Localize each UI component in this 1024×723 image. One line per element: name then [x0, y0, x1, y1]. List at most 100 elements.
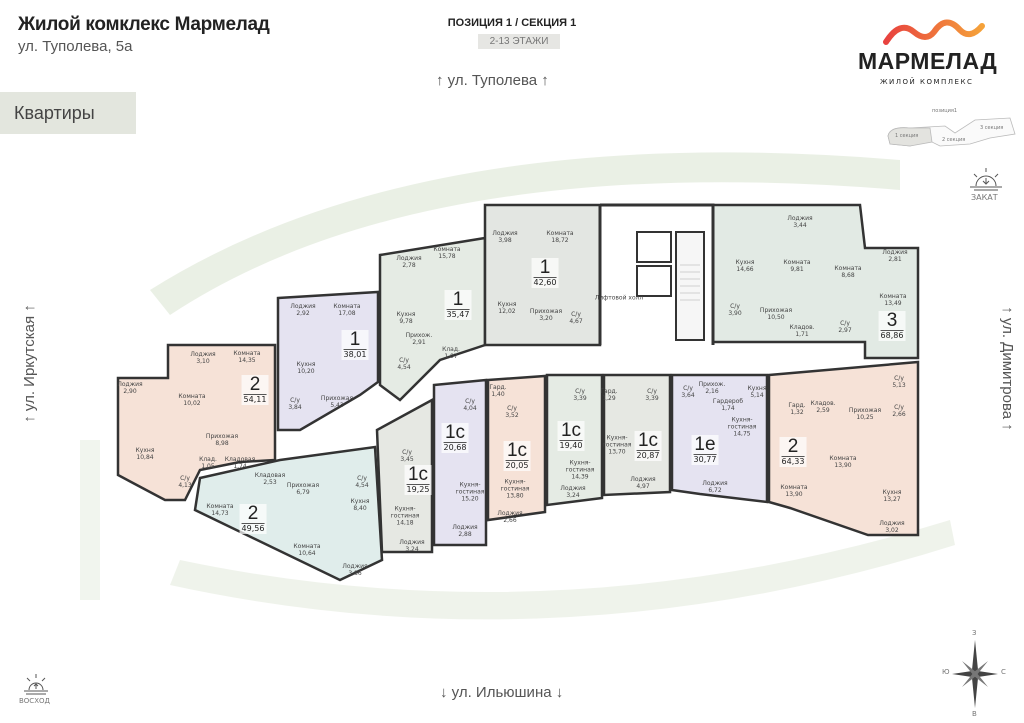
- corridor-walls: [598, 203, 715, 345]
- minimap-section-3[interactable]: 3 секция: [980, 125, 1004, 131]
- sunrise-icon: [24, 674, 48, 695]
- room-area: 1,40: [491, 391, 505, 398]
- apartment-area: 19,25: [406, 484, 430, 494]
- room-label: Гард.1,32: [788, 402, 805, 416]
- logo-name: МАРМЕЛАД: [858, 48, 998, 74]
- room-area: 13,80: [506, 492, 524, 500]
- room-area: 17,08: [338, 310, 356, 317]
- room-name: С/у: [840, 320, 850, 327]
- room-name: Комната: [206, 503, 234, 510]
- apartment-shape[interactable]: [711, 203, 920, 360]
- room-name: С/у: [402, 449, 412, 456]
- room-area: 10,25: [856, 414, 874, 421]
- apartment-area: 42,60: [533, 277, 557, 287]
- room-name: С/у: [180, 475, 190, 482]
- room-name: Кладов.: [789, 324, 815, 331]
- room-area: 3,39: [645, 395, 659, 402]
- apartment-area: 35,47: [446, 309, 470, 319]
- apartment-shape[interactable]: [193, 445, 384, 582]
- room-area: 13,49: [884, 300, 902, 307]
- room-area: 3,10: [196, 358, 210, 365]
- room-area: 14,66: [736, 266, 754, 273]
- room-name: С/у: [465, 398, 475, 405]
- apartment-area: 20,87: [636, 450, 660, 460]
- room-label: Прихож.2,16: [699, 381, 726, 395]
- room-area: 2,16: [705, 388, 719, 395]
- room-name: С/у: [575, 388, 585, 395]
- apartment-shape[interactable]: [276, 290, 380, 432]
- room-area: 10,20: [297, 368, 315, 375]
- sunset-label: ЗАКАТ: [971, 193, 998, 202]
- apartment-area: 49,56: [241, 523, 265, 533]
- room-area: 3,02: [885, 527, 899, 534]
- room-area: 3,20: [539, 315, 553, 322]
- landscape: [80, 152, 955, 620]
- apartment-shape[interactable]: [767, 360, 920, 537]
- apartment-rooms-count: 1: [452, 289, 464, 310]
- room-area: 1,05: [201, 463, 215, 470]
- room-label: Кладов.1,71: [789, 324, 814, 338]
- compass-south-label: В: [972, 710, 977, 718]
- room-area: 2,53: [263, 479, 277, 486]
- apartment-shape[interactable]: [116, 343, 277, 502]
- apartment-shape[interactable]: [375, 397, 434, 554]
- room-area: 3,90: [728, 310, 742, 317]
- apartment-shape[interactable]: [670, 373, 769, 504]
- minimap-section-1[interactable]: 1 секция: [895, 133, 919, 139]
- room-name: С/у: [399, 357, 409, 364]
- section-minimap[interactable]: позиция1 1 секция 2 секция 3 секция: [880, 106, 1020, 156]
- room-name: Лоджия: [787, 215, 813, 222]
- minimap-section-2[interactable]: 2 секция: [942, 137, 966, 143]
- compass-north-label: З: [972, 629, 977, 637]
- room-name: Кухня: [747, 385, 767, 392]
- room-name: Кухня-гостиная: [727, 416, 757, 431]
- room-name: Комната: [178, 393, 206, 400]
- apartment-area: 54,11: [243, 394, 267, 404]
- logo-waves-icon: [883, 19, 985, 45]
- apartments-tab[interactable]: Квартиры: [0, 92, 136, 134]
- apartment-shape[interactable]: [432, 378, 488, 547]
- apartment-rooms-count: 1: [539, 257, 551, 278]
- room-area: 3,24: [566, 492, 580, 499]
- apartment-area: 20,05: [505, 460, 529, 470]
- room-name: Прихожая: [848, 407, 882, 414]
- apartment-rooms-count: 1с: [637, 430, 659, 451]
- apartment-area: 20,68: [443, 442, 467, 452]
- room-area: 14,73: [211, 510, 229, 517]
- room-name: Гард.: [788, 402, 806, 409]
- apartment-rooms-count: 2: [249, 374, 261, 395]
- room-name: Прихожая: [286, 482, 320, 489]
- room-area: 2,66: [503, 517, 517, 524]
- room-name: С/у: [571, 311, 581, 318]
- room-name: Комната: [879, 293, 907, 300]
- minimap-title: позиция1: [932, 108, 958, 114]
- room-name: Лоджия: [492, 230, 518, 237]
- room-name: Комната: [233, 350, 261, 357]
- room-name: Кухня: [497, 301, 517, 308]
